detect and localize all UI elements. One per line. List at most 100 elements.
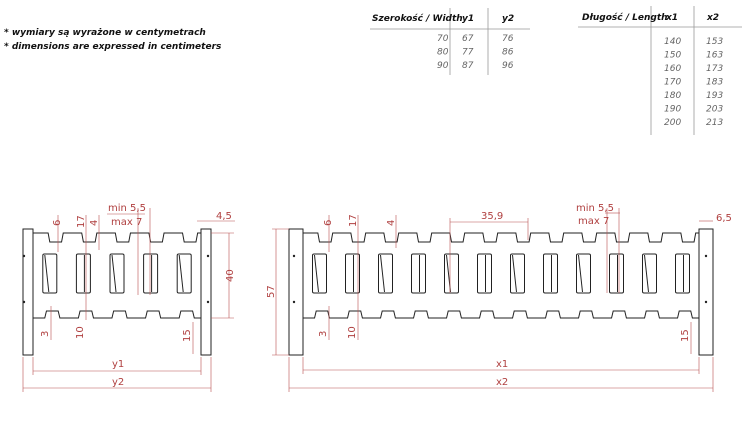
- length-table-cell: 173: [706, 64, 723, 74]
- top-rail: [303, 232, 699, 243]
- top-rail: [33, 232, 201, 243]
- slat: [109, 253, 125, 294]
- width-table-cell: 77: [462, 48, 474, 58]
- slat-edge: [44, 254, 50, 293]
- dim-y1: y1: [112, 359, 124, 370]
- left-post: [288, 228, 304, 356]
- slat: [312, 253, 327, 294]
- right-post: [698, 228, 714, 356]
- slat-edge: [314, 254, 319, 293]
- note-english: * dimensions are expressed in centimeter…: [4, 42, 222, 52]
- screw-icon: [206, 254, 210, 258]
- dim-6: 6: [323, 220, 334, 226]
- screw-icon: [206, 300, 210, 304]
- length-table-cell: 163: [706, 51, 723, 61]
- length-table-cell: 153: [706, 37, 723, 47]
- slat-edge: [111, 254, 117, 293]
- width-table-cell: 96: [502, 61, 514, 71]
- slat: [42, 253, 58, 294]
- screw-icon: [704, 300, 708, 304]
- slat: [378, 253, 393, 294]
- dim-40: 40: [225, 269, 236, 282]
- x1-header: x1: [665, 13, 678, 23]
- slat: [444, 253, 459, 294]
- dim-x2: x2: [496, 377, 508, 388]
- dim-end: 6,5: [716, 213, 732, 224]
- width-table-cell: 70: [437, 34, 449, 44]
- slat: [75, 253, 91, 294]
- width-table-cell: 67: [462, 34, 474, 44]
- dim-15: 15: [182, 329, 193, 342]
- dim-17: 17: [348, 214, 359, 227]
- dim-max: max 7: [578, 216, 609, 227]
- dim-y2: y2: [112, 377, 124, 388]
- dim-57: 57: [266, 285, 277, 298]
- slat: [477, 253, 492, 294]
- slat: [176, 253, 192, 294]
- slat-edge: [512, 254, 517, 293]
- length-table-cell: 190: [664, 105, 681, 115]
- y2-header: y2: [502, 14, 514, 24]
- slat: [411, 253, 426, 294]
- length-table-cell: 183: [706, 78, 723, 88]
- dim-10: 10: [75, 326, 86, 339]
- slat-edge: [380, 254, 385, 293]
- width-table-cell: 76: [502, 34, 514, 44]
- small-drawing: y1 y2 40 15 4,5 6 17 4 min 5,5 max 7 3 1…: [22, 203, 236, 392]
- slat: [143, 253, 159, 294]
- width-table: Szerokość / Width y1 y2 70 67 76 80 77 86 90 87…: [370, 8, 530, 75]
- slat: [576, 253, 591, 294]
- width-header: Szerokość / Width: [372, 13, 463, 24]
- dim-6: 6: [52, 220, 63, 226]
- slat-edge: [178, 254, 184, 293]
- screw-icon: [292, 300, 296, 304]
- length-header: Długość / Length: [582, 12, 668, 23]
- length-table-cell: 140: [664, 37, 681, 47]
- x2-header: x2: [706, 13, 719, 23]
- width-table-cell: 90: [437, 61, 449, 71]
- bottom-rail: [33, 310, 201, 319]
- length-table: Długość / Length x1 x2 140 153 150 163 160 17…: [578, 6, 742, 135]
- right-post: [200, 228, 212, 356]
- slat: [510, 253, 525, 294]
- dim-3: 3: [40, 331, 51, 337]
- screw-icon: [704, 254, 708, 258]
- dim-3: 3: [318, 331, 329, 337]
- length-table-cell: 213: [706, 118, 723, 128]
- length-table-cell: 203: [706, 105, 723, 115]
- slat: [675, 253, 690, 294]
- dim-4: 4: [89, 220, 100, 226]
- screw-icon: [292, 254, 296, 258]
- bottom-rail: [303, 310, 699, 319]
- screw-icon: [22, 254, 26, 258]
- width-table-cell: 86: [502, 48, 514, 58]
- dim-15: 15: [680, 329, 691, 342]
- slat: [609, 253, 624, 294]
- screw-icon: [22, 300, 26, 304]
- length-table-cell: 180: [664, 91, 681, 101]
- dim-min: min 5,5: [576, 203, 614, 214]
- dim-end: 4,5: [216, 211, 232, 222]
- length-table-cell: 150: [664, 51, 681, 61]
- slat: [642, 253, 657, 294]
- dim-35-9: 35,9: [481, 211, 503, 222]
- dim-4: 4: [386, 220, 397, 226]
- dim-min: min 5,5: [108, 203, 146, 214]
- length-table-cell: 200: [664, 118, 681, 128]
- dim-max: max 7: [111, 217, 142, 228]
- dim-17: 17: [76, 215, 87, 228]
- slat-edge: [644, 254, 649, 293]
- left-post: [22, 228, 34, 356]
- note-polish: * wymiary są wyrażone w centymetrach: [4, 28, 206, 38]
- width-table-cell: 80: [437, 48, 449, 58]
- y1-header: y1: [462, 14, 474, 24]
- width-table-cell: 87: [462, 61, 474, 71]
- dim-x1: x1: [496, 359, 508, 370]
- length-table-cell: 170: [664, 78, 681, 88]
- large-drawing: x1 x2 57 15 6,5 35,9 6 17 4 min 5,5 max …: [266, 203, 732, 392]
- slat: [543, 253, 558, 294]
- length-table-cell: 160: [664, 64, 681, 74]
- length-table-cell: 193: [706, 91, 723, 101]
- dim-10: 10: [347, 326, 358, 339]
